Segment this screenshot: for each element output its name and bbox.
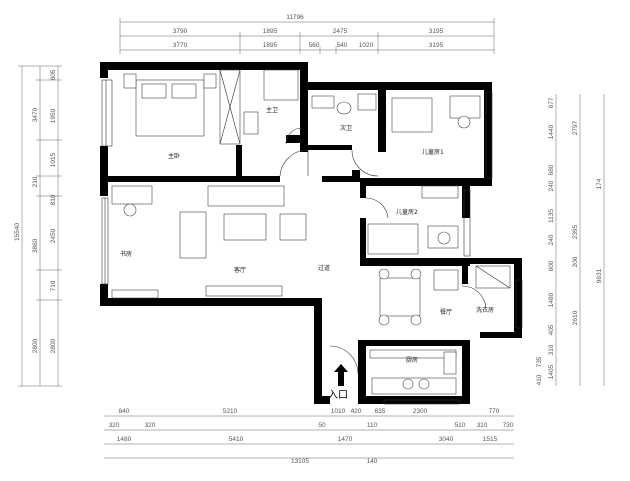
- dim-bot-r2-b: 320: [145, 422, 156, 429]
- dim-right-in-m: 735: [536, 356, 543, 367]
- dim-right-in-a: 677: [548, 97, 555, 108]
- living-sofa: [179, 211, 207, 259]
- room-labels: 主卧 主卫 次卫 儿童房1 儿童房2 书房 客厅 过道 餐厅 洗衣房 厨房 入口: [120, 106, 494, 401]
- dimensions-bottom: 840 5210 1010 420 635 2300 770 320 320 5…: [104, 408, 514, 465]
- dim-left-in-b: 1950: [50, 108, 57, 123]
- dining-table: [379, 277, 421, 317]
- dim-left-mid-d: 2800: [32, 338, 39, 353]
- dim-bot-r2-a: 320: [109, 422, 120, 429]
- dim-top-r3-d: 540: [337, 42, 348, 49]
- dimensions-top: 11796 3790 1895 2475 3195 3770 1895 560 …: [119, 14, 495, 54]
- dim-right-in-b: 1440: [548, 124, 555, 139]
- dim-left-in-g: 2800: [50, 338, 57, 353]
- dim-bot-r3-b: 5410: [229, 436, 244, 443]
- label-child1: 儿童房1: [422, 148, 444, 156]
- dim-top-r2-b: 1895: [263, 28, 278, 35]
- label-entrance: 入口: [328, 390, 348, 401]
- dim-bot-r2-c: 50: [318, 422, 326, 429]
- dimensions-right: 677 1440 680 240 1135 240 600 1480 405 3…: [536, 94, 605, 386]
- dim-right-in-l: 410: [536, 374, 543, 385]
- dim-left-in-c: 1015: [50, 152, 57, 167]
- label-laundry: 洗衣房: [476, 306, 494, 314]
- walls: [100, 62, 522, 404]
- dim-bot-r1-a: 840: [119, 408, 130, 415]
- coffee-table: [223, 213, 267, 241]
- dim-bot-r3-d: 3040: [439, 436, 454, 443]
- dim-right-total: 9631: [596, 268, 603, 283]
- dim-top-r3-e: 1020: [359, 42, 374, 49]
- windows: [101, 79, 523, 405]
- dim-bot-r3-e: 1515: [483, 436, 498, 443]
- dim-bot-r3-a: 1480: [117, 436, 132, 443]
- entrance-arrow-icon: [334, 364, 348, 386]
- dim-top-r2-d: 3195: [429, 28, 444, 35]
- dim-right-in-h: 1480: [548, 292, 555, 307]
- doors: [279, 127, 487, 375]
- dim-right-mid-b: 174: [596, 178, 603, 189]
- dim-bot-total: 13105: [291, 458, 309, 465]
- dim-right-mid-a: 2797: [572, 120, 579, 135]
- label-dining: 餐厅: [440, 308, 452, 316]
- label-kitchen: 厨房: [406, 356, 418, 364]
- dim-bot-r1-b: 5210: [223, 408, 238, 415]
- dim-top-r3-a: 3770: [173, 42, 188, 49]
- dim-top-r3-c: 560: [309, 42, 320, 49]
- dim-bot-r1-f: 2300: [413, 408, 428, 415]
- furniture: [111, 69, 511, 395]
- dim-bot-r1-e: 635: [375, 408, 386, 415]
- dim-right-in-i: 405: [548, 324, 555, 335]
- dim-top-total: 11796: [286, 14, 304, 21]
- dim-right-in-d: 240: [548, 180, 555, 191]
- dim-top-r3-b: 1895: [263, 42, 278, 49]
- dim-top-r2-a: 3790: [173, 28, 188, 35]
- dim-right-mid-e: 2610: [572, 310, 579, 325]
- dim-right-in-k: 1405: [548, 364, 555, 379]
- dim-left-mid-a: 3470: [32, 107, 39, 122]
- study-desk: [111, 185, 153, 205]
- dim-left-in-e: 2450: [50, 228, 57, 243]
- dim-left-in-d: 810: [50, 194, 57, 205]
- dim-bot-r1-c: 1010: [331, 408, 346, 415]
- label-corridor: 过道: [318, 264, 330, 272]
- dim-right-in-g: 600: [548, 260, 555, 271]
- dim-right-in-c: 680: [548, 164, 555, 175]
- dim-right-in-f: 240: [548, 234, 555, 245]
- label-child2: 儿童房2: [396, 208, 418, 216]
- label-master-bedroom: 主卧: [168, 152, 180, 160]
- dim-right-in-j: 310: [548, 344, 555, 355]
- dim-left-mid-b: 210: [32, 176, 39, 187]
- label-bath1: 主卫: [266, 106, 278, 114]
- dim-bot-r4-b: 140: [367, 458, 378, 465]
- dim-top-r3-f: 3195: [429, 42, 444, 49]
- label-living: 客厅: [234, 266, 246, 274]
- tv-cabinet: [205, 285, 283, 297]
- dim-left-mid-c: 3860: [32, 238, 39, 253]
- dim-bot-r2-e: 510: [455, 422, 466, 429]
- dimensions-left: 15540 3470 210 3860 2800 605 1950 1015 8…: [14, 65, 62, 387]
- dim-left-in-f: 710: [50, 280, 57, 291]
- dim-right-in-e: 1135: [548, 209, 555, 223]
- dim-left-total: 15540: [14, 223, 21, 241]
- label-study: 书房: [120, 250, 132, 258]
- child2-bed: [367, 223, 419, 255]
- dim-bot-r2-d: 110: [367, 422, 378, 429]
- label-bath2: 次卫: [340, 124, 352, 132]
- dim-bot-r2-g: 730: [503, 422, 514, 429]
- dim-bot-r1-d: 420: [351, 408, 362, 415]
- child1-bed: [391, 97, 433, 133]
- dim-top-r2-c: 2475: [333, 28, 348, 35]
- dim-bot-r1-g: 770: [489, 408, 500, 415]
- dim-right-mid-c: 2395: [572, 224, 579, 239]
- dim-bot-r3-c: 1470: [338, 436, 353, 443]
- dim-right-mid-d: 200: [572, 256, 579, 267]
- bath1-sink: [243, 111, 259, 135]
- dim-left-in-a: 605: [50, 69, 57, 80]
- dim-bot-r2-f: 310: [477, 422, 488, 429]
